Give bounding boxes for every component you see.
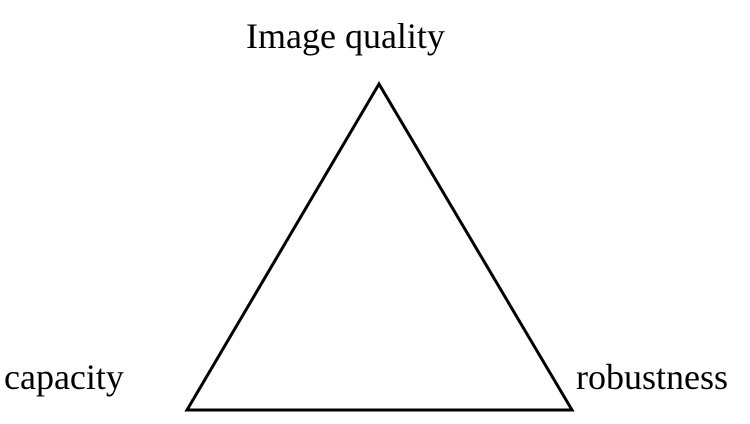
vertex-label-capacity: capacity (4, 357, 124, 397)
vertex-label-robustness: robustness (576, 357, 728, 397)
vertex-label-image-quality: Image quality (246, 16, 445, 56)
tradeoff-triangle (184, 81, 575, 412)
